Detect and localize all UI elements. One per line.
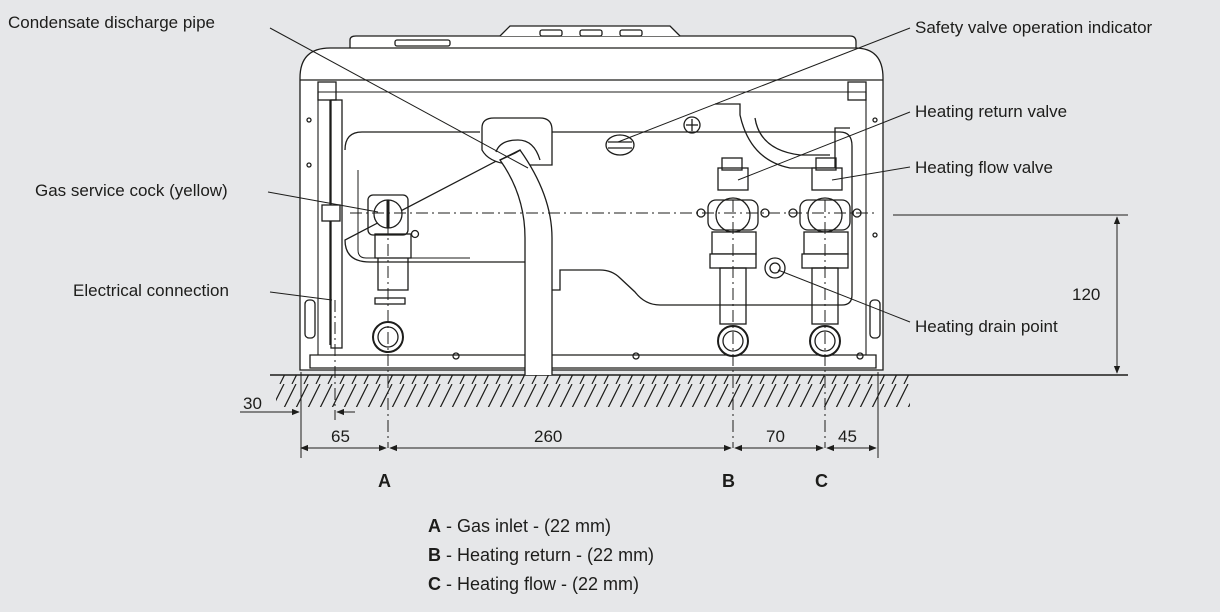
legend-text: - Heating flow - (22 mm) — [441, 574, 640, 594]
leader-lines — [267, 27, 911, 323]
label-electrical-connection: Electrical connection — [73, 281, 229, 300]
dimension-65: 65 — [331, 427, 350, 446]
dimension-70: 70 — [766, 427, 785, 446]
label-heating-drain-point: Heating drain point — [915, 317, 1058, 336]
dimension-lines — [240, 214, 1128, 458]
dimension-45: 45 — [838, 427, 857, 446]
legend-item-a: A - Gas inlet - (22 mm) — [428, 512, 654, 541]
legend-key: C — [428, 574, 441, 594]
legend-text: - Heating return - (22 mm) — [441, 545, 655, 565]
label-condensate-discharge-pipe: Condensate discharge pipe — [8, 13, 215, 32]
legend-item-c: C - Heating flow - (22 mm) — [428, 570, 654, 599]
legend-item-b: B - Heating return - (22 mm) — [428, 541, 654, 570]
legend-key: A — [428, 516, 441, 536]
label-heating-flow-valve: Heating flow valve — [915, 158, 1053, 177]
label-safety-valve-indicator: Safety valve operation indicator — [915, 18, 1153, 37]
connection-label-c: C — [815, 471, 828, 491]
label-heating-return-valve: Heating return valve — [915, 102, 1067, 121]
dimension-120: 120 — [1072, 285, 1100, 304]
connection-legend: A - Gas inlet - (22 mm) B - Heating retu… — [428, 512, 654, 599]
legend-key: B — [428, 545, 441, 565]
connection-label-b: B — [722, 471, 735, 491]
centerlines — [334, 200, 878, 448]
legend-text: - Gas inlet - (22 mm) — [441, 516, 612, 536]
dimension-260: 260 — [534, 427, 562, 446]
boiler-body — [299, 25, 884, 375]
dimension-30: 30 — [243, 394, 262, 413]
connection-label-a: A — [378, 471, 391, 491]
label-gas-service-cock: Gas service cock (yellow) — [35, 181, 228, 200]
floor-hatch — [270, 374, 1128, 407]
